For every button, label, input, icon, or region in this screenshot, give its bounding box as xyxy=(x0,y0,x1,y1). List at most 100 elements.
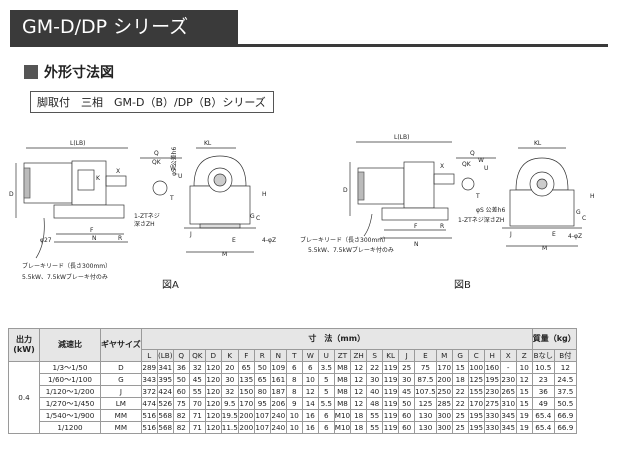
value-cell: 526 xyxy=(156,397,174,410)
title-rule xyxy=(10,44,608,47)
value-cell: 23 xyxy=(531,373,555,386)
value-cell: 22 xyxy=(451,385,469,398)
value-cell: 25 xyxy=(451,409,469,422)
fig-b-c: C xyxy=(582,215,586,222)
value-cell: 50 xyxy=(172,373,190,386)
value-cell: 22 xyxy=(451,397,469,410)
dim-col-header: J xyxy=(398,349,416,362)
dim-col-header: X xyxy=(499,349,517,362)
value-cell: 155 xyxy=(467,385,485,398)
fig-b-w: W xyxy=(478,157,484,164)
value-cell: 310 xyxy=(499,397,517,410)
value-cell: 12 xyxy=(553,361,577,374)
value-cell: 19.5 xyxy=(220,409,239,422)
value-cell: 200 xyxy=(435,373,453,386)
value-cell: 125 xyxy=(467,373,485,386)
value-cell: 330 xyxy=(483,409,501,422)
output-value: 0.4 xyxy=(8,361,40,434)
value-cell: 9 xyxy=(285,397,303,410)
value-cell: 55 xyxy=(188,385,206,398)
fig-a-x: X xyxy=(116,168,120,175)
value-cell: 14 xyxy=(301,397,319,410)
value-cell: 206 xyxy=(269,397,287,410)
value-cell: 195 xyxy=(483,373,501,386)
fig-a-tap: 1-ZTネジ xyxy=(134,213,160,220)
dim-col-header: (LB) xyxy=(156,349,174,362)
value-cell: 568 xyxy=(156,421,174,434)
fig-b-phis: φS 公差h6 xyxy=(476,206,505,214)
value-cell: - xyxy=(499,361,517,374)
fig-a-tap-depth: 深さZH xyxy=(134,220,155,228)
value-cell: 119 xyxy=(382,385,400,398)
value-cell: 95 xyxy=(253,397,271,410)
value-cell: 100 xyxy=(467,361,485,374)
value-cell: 119 xyxy=(382,397,400,410)
value-cell: 6 xyxy=(317,409,335,422)
value-cell: 65.4 xyxy=(531,421,555,434)
value-cell: M10 xyxy=(333,421,352,434)
fig-b-kl: KL xyxy=(534,140,542,147)
gear-size-cell: MM xyxy=(100,409,142,422)
fig-a-u: U xyxy=(178,173,182,180)
value-cell: 516 xyxy=(140,409,158,422)
section-title: 外形寸法図 xyxy=(44,65,114,81)
value-cell: 60 xyxy=(398,421,416,434)
value-cell: 107.5 xyxy=(414,385,437,398)
value-cell: 11.5 xyxy=(220,421,239,434)
value-cell: 55 xyxy=(366,409,384,422)
dim-col-header: R xyxy=(253,349,271,362)
fig-b-n: N xyxy=(414,241,419,248)
header-output-unit: (kW) xyxy=(13,345,35,354)
value-cell: 200 xyxy=(237,409,255,422)
fig-b-d: D xyxy=(343,187,348,194)
value-cell: 250 xyxy=(435,385,453,398)
gear-size-cell: LM xyxy=(100,397,142,410)
dim-col-header: E xyxy=(414,349,437,362)
ratio-cell: 1/60～1/100 xyxy=(39,373,101,386)
value-cell: 87.5 xyxy=(414,373,437,386)
value-cell: 50.5 xyxy=(553,397,577,410)
dim-col-header: K xyxy=(220,349,239,362)
dim-col-header: ZH xyxy=(350,349,368,362)
fig-a-f: F xyxy=(90,227,94,234)
value-cell: 10 xyxy=(285,409,303,422)
dim-col-header: C xyxy=(467,349,485,362)
fig-a-front-view: KL H G C J E M 4-φZ xyxy=(184,140,276,258)
value-cell: 345 xyxy=(499,421,517,434)
fig-a-r: R xyxy=(118,235,122,242)
ratio-cell: 1/120～1/200 xyxy=(39,385,101,398)
fig-b-tap: 1-ZTネジ深さZH xyxy=(458,216,504,224)
fig-a-e: E xyxy=(232,237,236,244)
value-cell: 107 xyxy=(253,409,271,422)
value-cell: 32 xyxy=(220,385,239,398)
value-cell: 372 xyxy=(140,385,158,398)
value-cell: 82 xyxy=(172,421,190,434)
fig-b-qk: QK xyxy=(462,161,472,168)
value-cell: 6 xyxy=(301,361,319,374)
fig-a-side-view: L(LB) D K X φ27 F N R ブレーキリード（長さ300mm） 5… xyxy=(9,140,128,281)
value-cell: 10.5 xyxy=(531,361,555,374)
value-cell: 12 xyxy=(350,373,368,386)
value-cell: 80 xyxy=(253,385,271,398)
value-cell: 60 xyxy=(172,385,190,398)
value-cell: 395 xyxy=(156,373,174,386)
value-cell: 240 xyxy=(269,421,287,434)
fig-a-kl: KL xyxy=(204,140,212,147)
fig-b-caption: 図B xyxy=(454,279,471,291)
fig-a-phi27: φ27 xyxy=(40,237,52,244)
fig-b-e: E xyxy=(552,231,556,238)
fig-b-brake-note: 5.5kW、7.5kWブレーキ付のみ xyxy=(308,246,394,254)
value-cell: 289 xyxy=(140,361,158,374)
fig-b-u: U xyxy=(484,165,488,172)
dim-col-header-z: Z xyxy=(515,349,533,362)
value-cell: 25 xyxy=(451,421,469,434)
value-cell: 424 xyxy=(156,385,174,398)
value-cell: 75 xyxy=(414,361,437,374)
value-cell: 120 xyxy=(204,385,222,398)
dim-col-header: Q xyxy=(172,349,190,362)
value-cell: 32 xyxy=(188,361,206,374)
